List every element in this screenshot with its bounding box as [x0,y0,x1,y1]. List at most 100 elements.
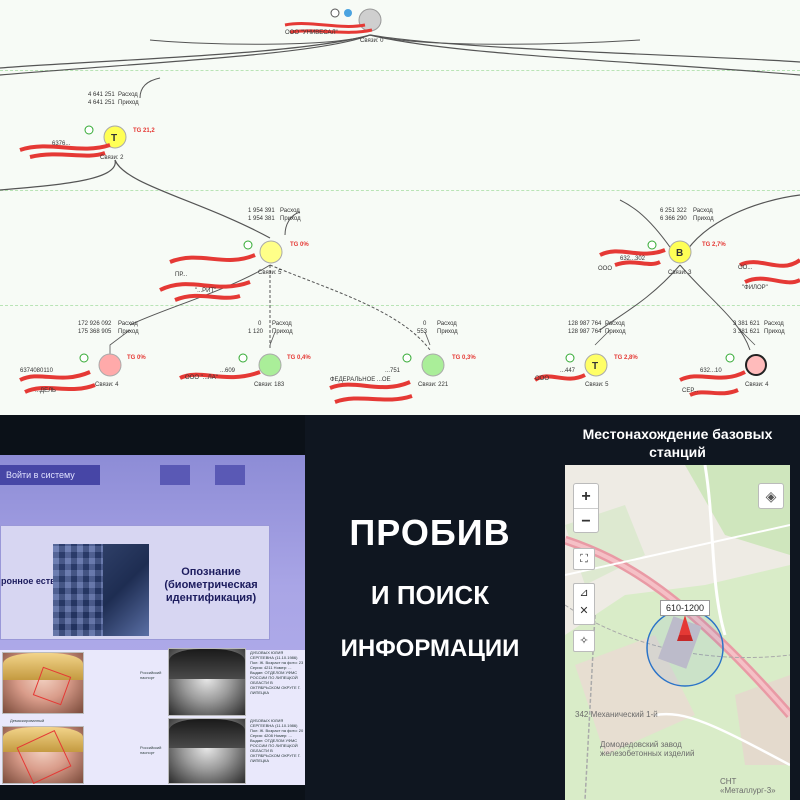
passport-record: ДУБОВЫХ ЮЛИЯ СЕРГЕЕВНА (11.10.1986) Пол:… [250,650,304,695]
row2-label: Российский паспорт [140,745,162,755]
level2b-income-label: Приход [693,216,714,222]
root-node [358,8,382,32]
leaf3-name: ФЕДЕРАЛЬНОЕ ...ОЕ [330,377,391,383]
leaf3-links: Связи: 221 [418,382,449,388]
candidate-photo [2,652,84,714]
leaf2-links: Связи: 183 [254,382,285,388]
level2a-income-value: 1 954 381 [248,216,275,222]
layers-icon[interactable]: ◈ [758,483,784,509]
level1-links: Связи: 2 [100,155,124,161]
graph-edge [369,34,800,76]
leaf-node [584,353,608,377]
graph-edge [0,34,371,76]
redaction-scribble [533,373,586,382]
expand-icon [79,353,89,363]
redaction-scribble [679,370,746,397]
graph-level-divider [0,190,800,191]
pixelated-face [53,544,103,636]
level2a-income-label: Приход [280,216,301,222]
map-label: СНТ «Металлург-3» [720,777,776,795]
leaf2-income: 1 120 [248,329,264,335]
zoom-in-button[interactable]: + [574,484,598,509]
graph-level-divider [0,70,800,71]
passport-photo [168,648,246,716]
card-left-text: ронное ество [1,576,62,586]
svg-text:T: T [592,361,598,372]
headline-line3: ИНФОРМАЦИИ [340,635,520,662]
headline-line2: И ПОИСК [370,580,490,610]
leaf-node [258,353,282,377]
fullscreen-icon[interactable]: ⛶ [573,548,595,570]
redaction-scribble [329,380,413,404]
leaf5-links: Связи: 4 [745,382,769,388]
level1-income-value: 4 641 251 [88,100,115,106]
redaction-scribble [159,253,256,302]
level2a-expense-label: Расход [280,208,300,214]
graph-edge [369,34,800,63]
base-station-map-panel: Местонахождение базовых станций [555,415,800,800]
leaf2-income-label: Приход [272,329,293,335]
level2b-prefix: ООО [598,266,613,272]
headline-panel: ПРОБИВ И ПОИСК ИНФОРМАЦИИ [305,415,555,800]
redaction-scribble [19,370,96,394]
leaf2-tg: TG 0,4% [287,355,311,361]
tag-label: Демаскированный [10,718,45,723]
level2a-tg: TG 0% [290,242,309,248]
redaction-scribble [19,143,111,159]
leaf3-code: ...751 [385,368,401,374]
biometric-photo-panel: Войти в систему ронное ество Опознание (… [0,415,305,800]
range-label: 610-1200 [660,600,711,616]
match-results-table: Демаскированный Российский паспорт Росси… [0,648,305,785]
level2b-right-name: "ФИЛОР" [742,285,768,291]
passport-record: ДУБОВЫХ ЮЛИЯ СЕРГЕЕВНА (11.10.1986) Пол:… [250,718,304,763]
expand-icon [402,353,412,363]
redaction-scribble [179,370,261,380]
level2b-node [668,240,692,264]
leaf4-links: Связи: 5 [585,382,609,388]
cell-tower-icon [679,615,691,635]
level2b-code: 632...302 [620,256,646,262]
leaf2-name: ООО "...ЛА" [185,375,218,381]
level1-node [103,125,127,149]
leaf1-links: Связи: 4 [95,382,119,388]
map-view[interactable]: + − ⛶ ⊿✕ ✧ ◈ 610-1200 342 Механический 1… [565,465,790,800]
measure-control[interactable]: ⊿✕ [573,583,595,625]
redaction-scribble [739,258,800,285]
locate-icon[interactable]: ✧ [573,630,595,652]
login-button[interactable]: Войти в систему [0,465,100,485]
leaf1-name: ...ДЕЛЬ [35,388,56,394]
level2a-expense-value: 1 954 391 [248,208,275,214]
leaf-node-selected [745,354,767,376]
leaf4-income-label: Приход [605,329,626,335]
level2b-links: Связи: 3 [668,270,692,276]
leaf5-income: 3 381 621 [733,329,760,335]
leaf1-tg: TG 0% [127,355,146,361]
leaf1-expense: 172 926 092 [78,321,112,327]
nav-button[interactable] [215,465,245,485]
badge-b: B [676,248,683,259]
zoom-out-button[interactable]: − [581,513,591,530]
leaf2-code: ...609 [220,368,236,374]
graph-edges: T B T [0,8,800,404]
face-scan-image [53,544,149,636]
level2a-links: Связи: 5 [258,270,282,276]
expand-icon [725,353,735,363]
leaf4-code: ...447 [560,368,576,374]
leaf2-expense: 0 [258,321,262,327]
level1-expense-label: Расход [118,92,138,98]
root-name: ООО "УНИВЕСАЛ" [285,30,338,36]
map-label: Домодедовский завод железобетонных издел… [600,740,695,758]
leaf1-income: 175 368 905 [78,329,112,335]
leaf3-income: 553 [417,329,428,335]
level2b-income-value: 6 366 290 [660,216,687,222]
leaf5-income-label: Приход [764,329,785,335]
badge-t: T [111,133,117,144]
expand-icon [84,125,94,135]
leaf1-code: 6374080110 [20,368,53,374]
redaction-scribble [599,248,666,267]
nav-button[interactable] [160,465,190,485]
card-title: Опознание (биометрическая идентификация) [164,566,258,604]
leaf5-expense: 3 381 621 [733,321,760,327]
leaf4-expense-label: Расход [605,321,625,327]
